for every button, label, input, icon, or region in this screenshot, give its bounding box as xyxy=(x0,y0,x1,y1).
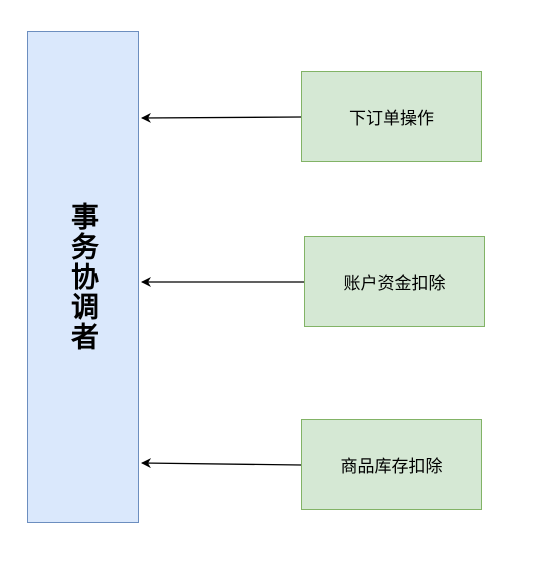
edge-order-to-coordinator xyxy=(141,112,302,123)
balance-deduction-node: 账户资金扣除 xyxy=(304,236,485,327)
edge-inventory-to-coordinator xyxy=(141,458,302,469)
coordinator-node: 事务协调者 xyxy=(27,31,139,523)
order-step-label: 下订单操作 xyxy=(349,109,434,129)
balance-deduction-label: 账户资金扣除 xyxy=(343,274,446,294)
order-step-node: 下订单操作 xyxy=(301,71,482,162)
inventory-deduction-label: 商品库存扣除 xyxy=(340,457,443,477)
coordinator-label: 事务协调者 xyxy=(67,202,100,352)
inventory-deduction-node: 商品库存扣除 xyxy=(301,419,482,510)
